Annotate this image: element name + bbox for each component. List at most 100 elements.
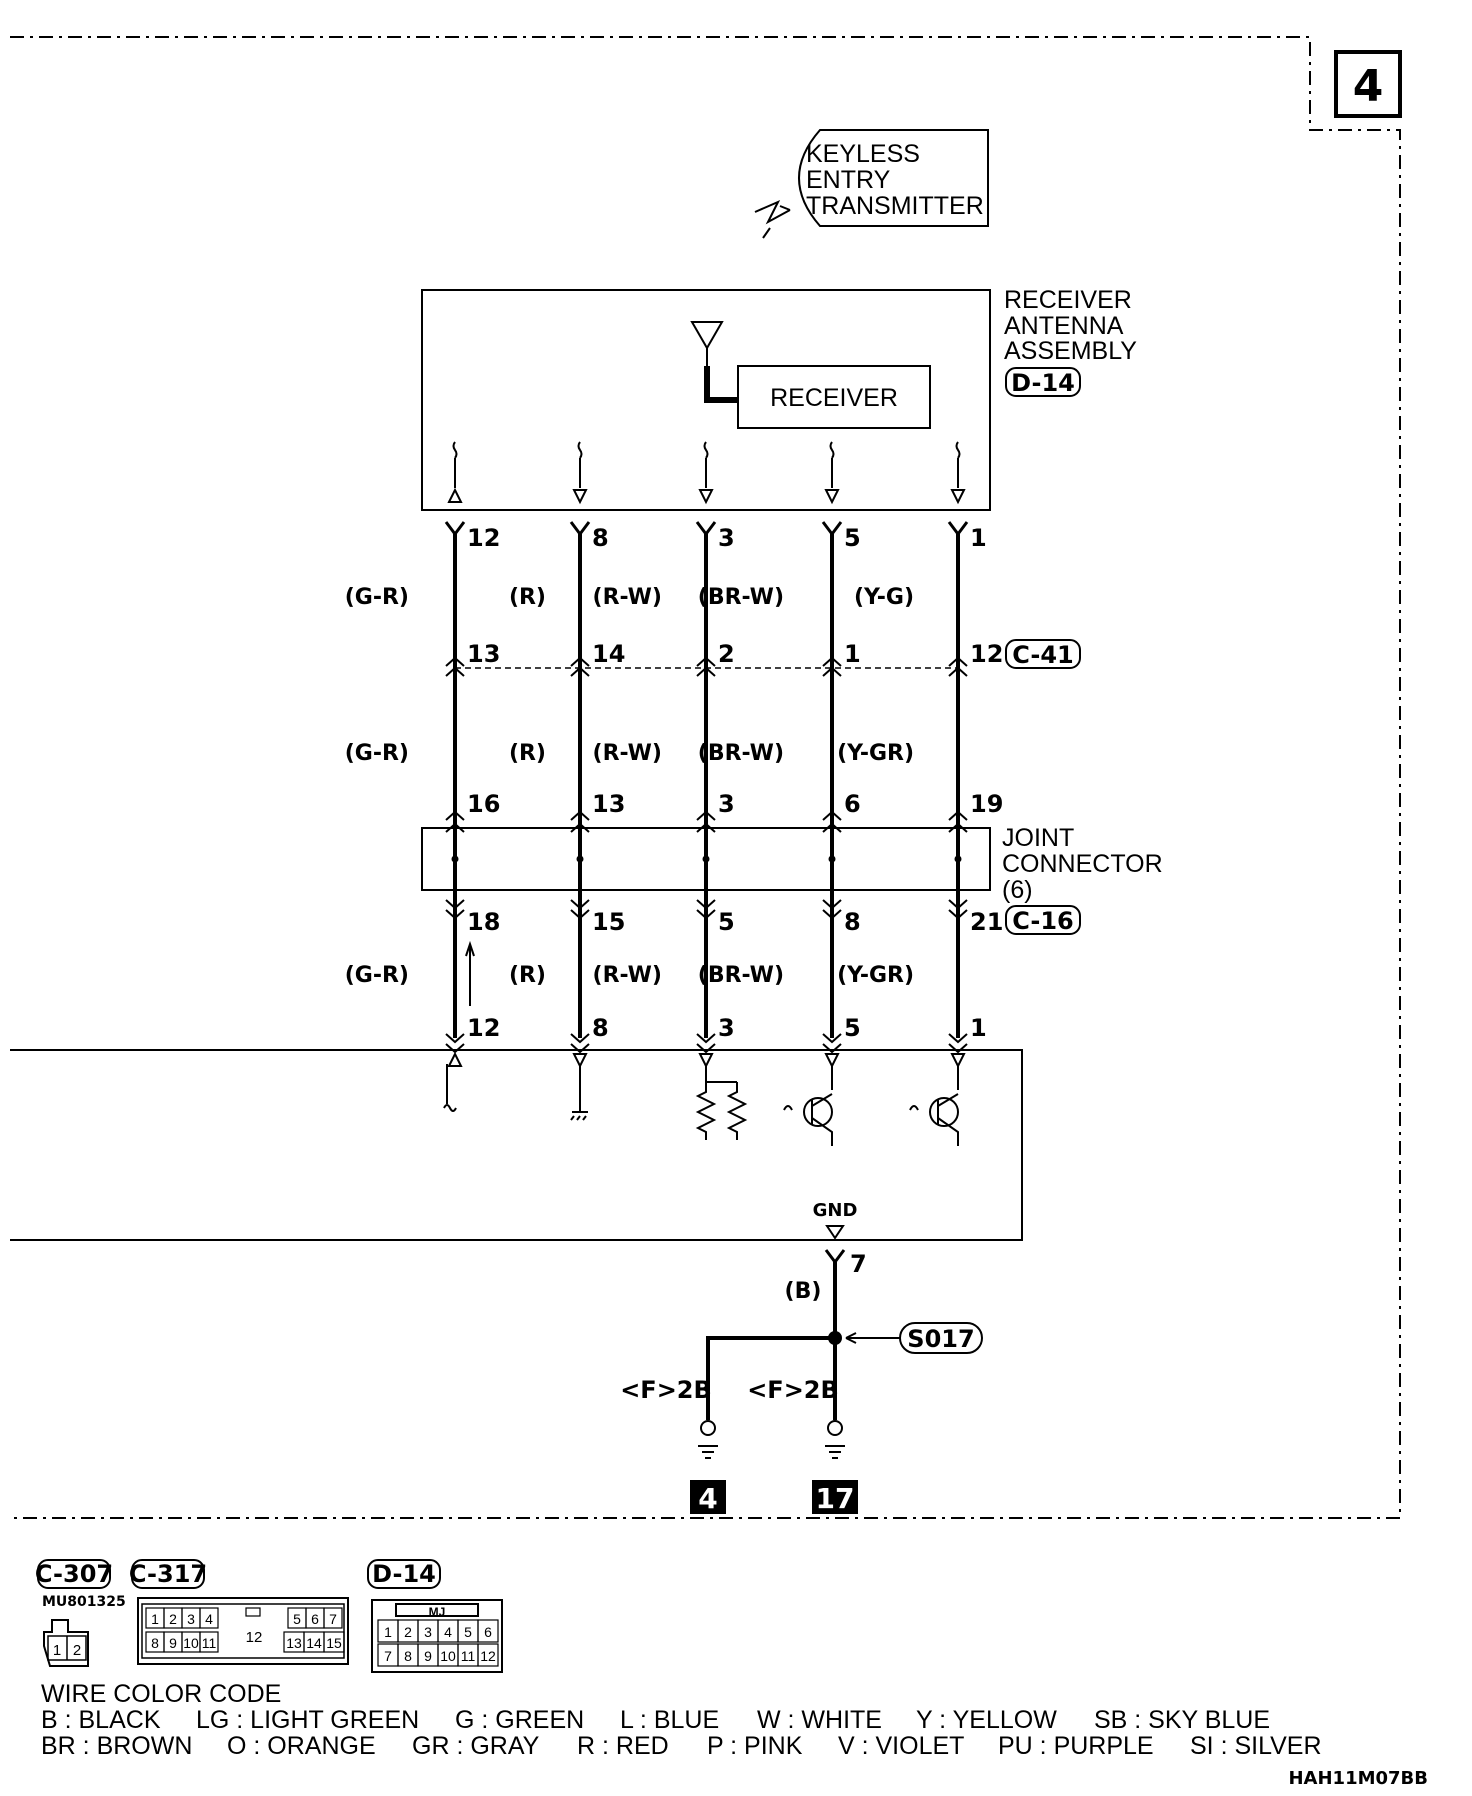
connector-pin: 3 <box>424 1624 432 1640</box>
joint-connector-label-3: (6) <box>1002 876 1033 904</box>
ground-ref-right: <F>2B <box>747 1376 839 1404</box>
connector-pin: 10 <box>440 1648 456 1664</box>
connector-view-c307: C-307 MU801325 1 2 <box>35 1559 126 1667</box>
connector-pin: 12 <box>480 1648 496 1664</box>
ground-point-17: 17 <box>816 1482 855 1515</box>
connector-pin: 13 <box>286 1635 302 1651</box>
transmitter-label-1: KEYLESS <box>806 140 920 168</box>
pin-label: 21 <box>970 908 1003 936</box>
pin-label: 12 <box>467 1014 500 1042</box>
wire-color-label: (G-R) <box>345 963 409 988</box>
c307-pin-1: 1 <box>53 1642 61 1659</box>
pin-label: 6 <box>844 790 861 818</box>
connector-pin: 1 <box>384 1624 392 1640</box>
connector-pin: 8 <box>151 1635 159 1651</box>
radio-signal-icon <box>754 199 791 239</box>
ground-circuit: GND 7 (B) S017 <F>2B <F>2B 4 17 <box>620 1200 983 1515</box>
connector-pin: 5 <box>464 1624 472 1640</box>
receiver-assembly-label-2: ANTENNA <box>1004 312 1124 340</box>
receiver-label: RECEIVER <box>770 384 898 412</box>
ground-ref-left: <F>2B <box>620 1376 712 1404</box>
pin-label: 1 <box>970 524 987 552</box>
connector-pin: 9 <box>169 1635 177 1651</box>
wire-color-label: (Y-GR) <box>837 741 914 766</box>
page-number: 4 <box>1353 61 1384 112</box>
legend-entry: O : ORANGE <box>227 1732 376 1760</box>
wire-color-label: (BR-W) <box>698 585 784 610</box>
connector-c41-badge: C-41 <box>1012 641 1074 669</box>
internal-circuits <box>443 1064 960 1146</box>
transmitter-label-2: ENTRY <box>806 166 891 194</box>
pin-label: 8 <box>844 908 861 936</box>
joint-connector-label-2: CONNECTOR <box>1002 850 1163 878</box>
wire-color-label: (R) <box>509 963 546 988</box>
pin-label: 1 <box>844 640 861 668</box>
legend-entry: V : VIOLET <box>838 1732 964 1760</box>
c307-part: MU801325 <box>42 1594 126 1610</box>
connector-pin: 4 <box>205 1611 213 1627</box>
connector-pin: 6 <box>484 1624 492 1640</box>
ground-point-4: 4 <box>698 1482 717 1515</box>
wire-color-label: (Y-G) <box>854 585 914 610</box>
pin-label: 5 <box>844 524 861 552</box>
d14-name: D-14 <box>372 1560 436 1588</box>
connector-pin: 11 <box>202 1635 217 1651</box>
antenna-icon <box>690 321 724 366</box>
wire-color-label: (R-W) <box>593 741 662 766</box>
pin-label: 1 <box>970 1014 987 1042</box>
connector-c16-badge: C-16 <box>1012 907 1074 935</box>
splice-s017: S017 <box>907 1325 974 1353</box>
connector-pin: 15 <box>326 1635 342 1651</box>
pin-label: 16 <box>467 790 500 818</box>
legend-entry: B : BLACK <box>41 1706 161 1734</box>
legend-entry: BR : BROWN <box>41 1732 192 1760</box>
pin-label: 13 <box>467 640 500 668</box>
connector-pin: 1 <box>151 1611 159 1627</box>
receiver-antenna-assembly: RECEIVER ANTENNA ASSEMBLY D-14 RECEIVER <box>421 286 1137 511</box>
pin-label: 14 <box>592 640 625 668</box>
connector-pin: 3 <box>187 1611 195 1627</box>
legend-entry: PU : PURPLE <box>998 1732 1154 1760</box>
joint-connector-label-1: JOINT <box>1002 824 1074 852</box>
wire-color-label: (R) <box>509 585 546 610</box>
connector-pin: 4 <box>444 1624 452 1640</box>
c317-pin-12: 12 <box>246 1629 263 1646</box>
gnd-pin: 7 <box>850 1250 867 1278</box>
wire-harness: 12(G-R)13(G-R)1618(G-R)128(R)14(R)1315(R… <box>345 441 1003 1069</box>
transistor-icon <box>783 1064 834 1146</box>
ground-symbol <box>570 1064 588 1121</box>
gnd-wire-color: (B) <box>785 1279 822 1304</box>
connector-pin: 9 <box>424 1648 432 1664</box>
connector-pin: 14 <box>306 1635 322 1651</box>
joint-connector: JOINT CONNECTOR (6) C-16 <box>421 824 1163 935</box>
pin-label: 3 <box>718 1014 735 1042</box>
connector-d14-badge: D-14 <box>1011 369 1075 397</box>
connector-pin: 2 <box>169 1611 177 1627</box>
pin-label: 13 <box>592 790 625 818</box>
connector-pin: 11 <box>461 1648 476 1664</box>
pin-label: 18 <box>467 908 500 936</box>
wire-color-label: (BR-W) <box>698 963 784 988</box>
connector-pin: 7 <box>329 1611 337 1627</box>
c317-name: C-317 <box>129 1560 207 1588</box>
legend-entry: W : WHITE <box>757 1706 882 1734</box>
c307-pin-2: 2 <box>73 1642 81 1659</box>
legend-entry: Y : YELLOW <box>916 1706 1057 1734</box>
gnd-label: GND <box>813 1200 858 1221</box>
legend-entry: GR : GRAY <box>412 1732 540 1760</box>
legend-title: WIRE COLOR CODE <box>41 1680 281 1708</box>
resistor-pair <box>695 1064 748 1140</box>
pin-label: 8 <box>592 524 609 552</box>
wire-color-label: (R-W) <box>593 963 662 988</box>
wire-color-label: (R) <box>509 741 546 766</box>
connector-pin: 10 <box>183 1635 199 1651</box>
connector-pin: 7 <box>384 1648 392 1664</box>
legend-entry: LG : LIGHT GREEN <box>196 1706 419 1734</box>
connector-pin: 2 <box>404 1624 412 1640</box>
wire-color-label: (G-R) <box>345 741 409 766</box>
pin-label: 15 <box>592 908 625 936</box>
connector-pin: 8 <box>404 1648 412 1664</box>
page-frame <box>10 36 1401 1519</box>
